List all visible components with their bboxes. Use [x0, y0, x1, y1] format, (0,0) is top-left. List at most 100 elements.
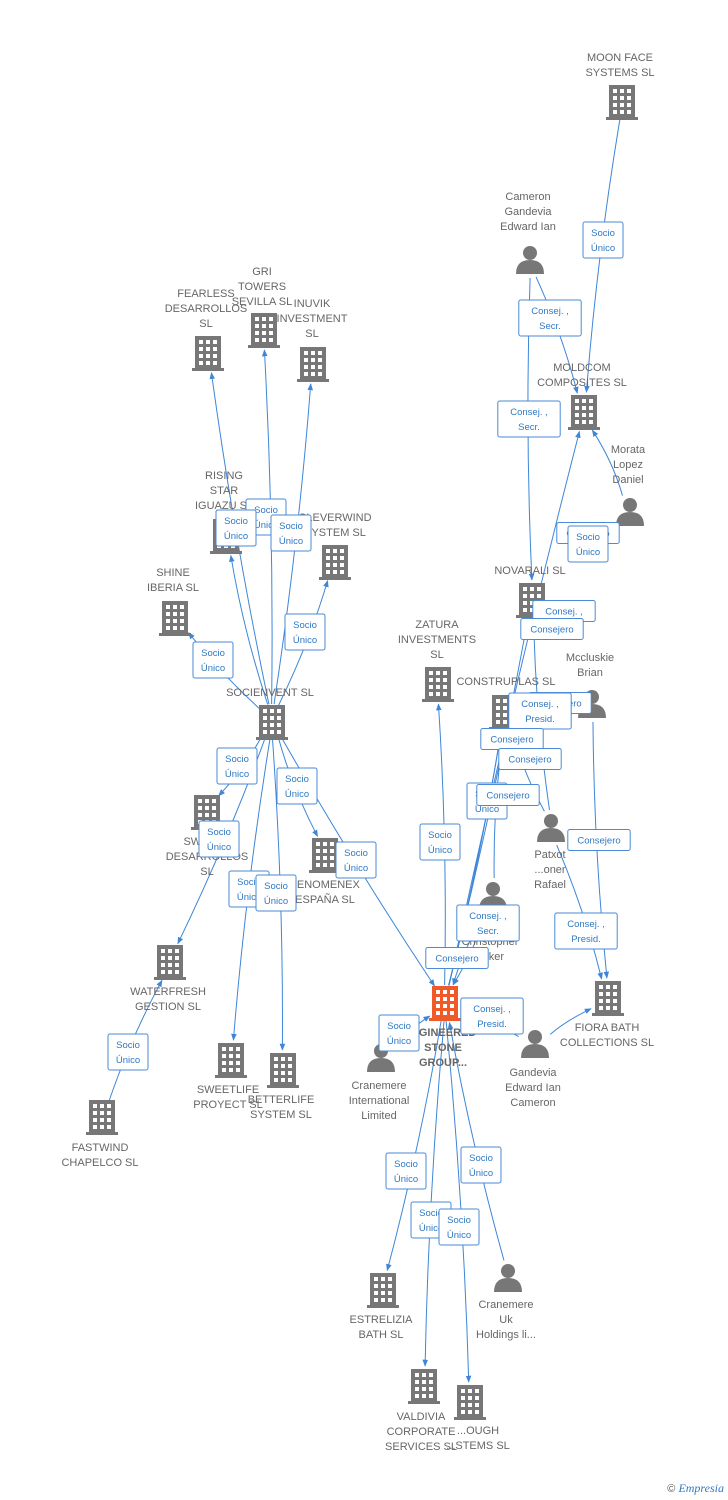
- edge-socienvent-rising: [229, 554, 269, 705]
- edge-label-text-8-1: Presid.: [525, 714, 555, 725]
- edge-morata-moldcom: [591, 429, 623, 496]
- edge-label-text-19-0: Socio: [428, 830, 452, 841]
- edge-label-text-30-1: Único: [201, 663, 225, 674]
- building-icon: [367, 1273, 399, 1308]
- edge-label-text-11-1: Único: [475, 804, 499, 815]
- node-fenomenex[interactable]: FENOMENEX ESPAÑA SL: [290, 838, 360, 906]
- node-sweetlife[interactable]: SWEETLIFE PROYECT SL: [193, 1043, 263, 1111]
- edge-label-12[interactable]: Consejero: [567, 829, 631, 851]
- building-icon: [309, 838, 341, 873]
- edge-label-10[interactable]: Consejero: [498, 748, 562, 770]
- edge-label-1[interactable]: Consej. ,Secr.: [518, 299, 582, 337]
- edge-cranemereuk-engineered: [447, 1021, 505, 1261]
- node-label-fiora-0: FIORA BATH: [575, 1022, 640, 1034]
- edge-label-text-2-1: Secr.: [518, 422, 540, 433]
- edge-label-14[interactable]: Consej. ,Presid.: [554, 912, 618, 950]
- edge-label-box: [567, 829, 631, 851]
- edge-label-text-32-1: Único: [285, 789, 309, 800]
- edge-label-2[interactable]: Consej. ,Secr.: [497, 400, 561, 438]
- edge-label-17[interactable]: Consej. ,Presid.: [460, 997, 524, 1035]
- node-label-sweetlife-1: PROYECT SL: [193, 1099, 263, 1111]
- person-icon: [521, 1030, 549, 1058]
- node-label-sweetlife-0: SWEETLIFE: [197, 1084, 259, 1096]
- edge-label-16[interactable]: Consejero: [425, 947, 489, 969]
- edge-label-box: [456, 904, 520, 942]
- edge-label-13[interactable]: Consejero: [476, 784, 540, 806]
- node-label-engineered-1: STONE: [424, 1042, 462, 1054]
- edge-label-text-23-0: Socio: [447, 1215, 471, 1226]
- edge-label-9[interactable]: Consejero: [480, 728, 544, 750]
- node-label-estrelizia-0: ESTRELIZIA: [350, 1314, 414, 1326]
- node-label-cleverwind-1: SYSTEM SL: [304, 527, 366, 539]
- edge-label-text-34-1: Único: [237, 892, 261, 903]
- edge-label-box: [567, 525, 609, 563]
- node-label-fenomenex-1: ESPAÑA SL: [295, 893, 355, 906]
- node-label-cranemereuk-0: Cranemere: [478, 1299, 533, 1311]
- person-icon: [494, 1264, 522, 1292]
- edge-engineered-estrelizia: [386, 1020, 442, 1272]
- edge-label-box: [255, 874, 297, 912]
- node-tough[interactable]: ...OUGH...STEMS SL: [446, 1385, 510, 1452]
- footer: © Empresia: [667, 1481, 724, 1496]
- edge-label-text-21-0: Socio: [394, 1159, 418, 1170]
- node-label-valdivia-1: CORPORATE: [387, 1426, 456, 1438]
- node-socienvent[interactable]: SOCIENVENT SL: [226, 687, 314, 740]
- node-engineered[interactable]: ...GINEEREDSTONEGROUP...: [410, 986, 477, 1069]
- edge-label-15[interactable]: Consej. ,Secr.: [456, 904, 520, 942]
- edge-label-text-14-0: Consej. ,: [567, 919, 605, 930]
- brand-logo[interactable]: Empresia: [678, 1481, 724, 1495]
- edge-label-text-25-1: Único: [254, 520, 278, 531]
- edge-label-8[interactable]: Consej. ,Presid.: [508, 692, 572, 730]
- person-icon: [516, 246, 544, 274]
- edge-label-6[interactable]: Consejero: [520, 618, 584, 640]
- edge-label-text-18-1: Único: [387, 1036, 411, 1047]
- node-label-novarali-0: NOVARALI SL: [494, 565, 565, 577]
- edge-label-text-20-0: Socio: [344, 848, 368, 859]
- edge-label-text-36-0: Socio: [116, 1040, 140, 1051]
- node-label-cranemereuk-2: Holdings li...: [476, 1329, 536, 1341]
- edge-label-box: [270, 514, 312, 552]
- node-label-zatura-1: INVESTMENTS: [398, 634, 476, 646]
- node-label-fenomenex-0: FENOMENEX: [290, 879, 360, 891]
- node-label-fearless-0: FEARLESS: [177, 288, 234, 300]
- edge-label-box: [460, 997, 524, 1035]
